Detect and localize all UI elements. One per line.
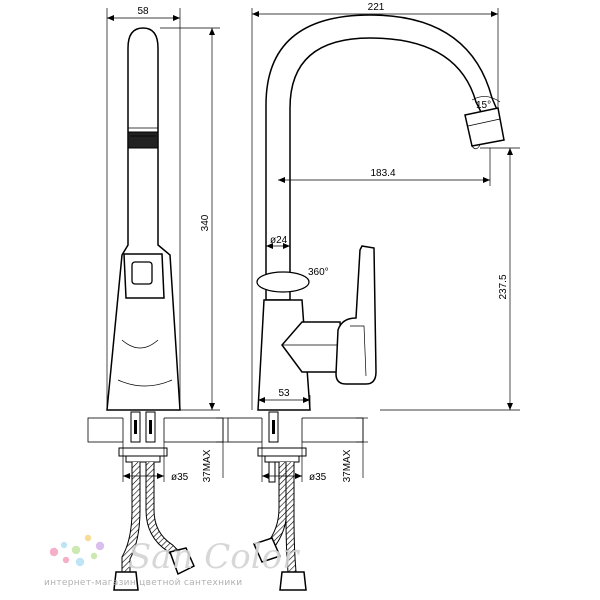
side-spout-reach-label: 183.4 <box>370 168 395 179</box>
side-hose-nut <box>252 537 282 563</box>
side-hose-nut <box>279 571 307 591</box>
front-aerator <box>127 131 159 149</box>
front-hose-nut <box>113 571 139 591</box>
watermark-dot <box>75 557 85 567</box>
front-hose-nut <box>169 547 195 576</box>
side-reach-label: 221 <box>368 2 385 13</box>
side-spout-tube <box>265 14 499 301</box>
front-width-label: 58 <box>137 6 149 17</box>
side-thickness-label: 37MAX <box>342 449 353 482</box>
side-rotation-ring <box>256 271 310 293</box>
watermark-dot <box>71 545 81 555</box>
watermark-tagline: интернет-магазин цветной сантехники <box>44 578 242 588</box>
watermark-dot <box>60 541 68 549</box>
side-hole-diameter-label: ø35 <box>309 472 327 483</box>
side-spout-outlet <box>471 144 481 150</box>
front-lock-nut <box>118 447 168 457</box>
watermark-dot <box>90 552 98 560</box>
side-spout-angle-label: 15° <box>476 100 491 111</box>
watermark-dot <box>95 541 105 551</box>
side-base-offset-label: 53 <box>278 388 290 399</box>
front-hole-diameter-label: ø35 <box>171 472 189 483</box>
front-view: 58 340 ø35 37MAX <box>87 6 228 591</box>
watermark-dots-icon <box>49 534 105 567</box>
side-spout-aerator <box>464 107 505 147</box>
side-view: 221 15° 183.4 ø24 360° 237.5 53 ø35 37MA… <box>227 2 520 591</box>
side-hole-gap <box>262 417 302 443</box>
front-hole-gap <box>123 417 164 443</box>
side-body-diameter-label: ø24 <box>270 235 288 246</box>
watermark-dot <box>49 547 59 557</box>
side-threaded-rod <box>268 461 276 483</box>
watermark-dot <box>62 556 70 564</box>
watermark: San Color интернет-магазин цветной санте… <box>44 534 300 588</box>
side-rotation-label: 360° <box>308 267 329 278</box>
side-cartridge-housing <box>281 321 345 373</box>
front-thickness-label: 37MAX <box>202 449 213 482</box>
side-lock-nut <box>257 447 307 457</box>
watermark-dot <box>84 534 92 542</box>
front-lever-window <box>131 261 153 285</box>
side-lever-handle <box>335 245 377 385</box>
side-spout-height-label: 237.5 <box>498 274 509 299</box>
front-faucet-body <box>106 27 181 411</box>
watermark-logo: San Color <box>128 537 300 577</box>
front-height-label: 340 <box>200 214 211 231</box>
